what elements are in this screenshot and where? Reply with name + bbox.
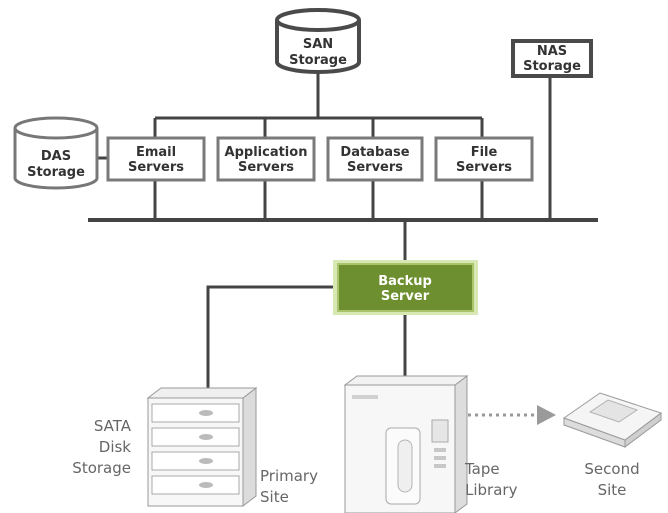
- tape-library-label-line2: Library: [465, 481, 518, 499]
- backup-server-box: [337, 263, 474, 312]
- offsite-transfer-arrow: [468, 405, 556, 425]
- disk-bay: [151, 451, 240, 471]
- connections: [88, 72, 598, 392]
- nas-box: [511, 39, 593, 78]
- das-cylinder-body: [13, 128, 99, 190]
- das-label-line2: Storage: [27, 165, 85, 180]
- database-servers-line1: Database: [340, 145, 409, 160]
- tape-library-top: [343, 375, 469, 386]
- tape-library-unit[interactable]: [343, 375, 469, 513]
- tape-library-slot: [434, 448, 446, 452]
- disk-bay: [151, 403, 240, 423]
- application-servers-line1: Application: [225, 145, 308, 160]
- application-servers[interactable]: Application Servers: [216, 136, 316, 182]
- das-cylinder-top: [13, 116, 99, 140]
- san-label-line1: SAN: [303, 37, 333, 52]
- second-site-label-line1: Second: [584, 460, 639, 478]
- disk-storage-label-line3: Storage: [72, 459, 131, 477]
- backup-to-disk-line: [206, 285, 336, 392]
- disk-bay-handle: [199, 434, 213, 440]
- tape-library-display: [431, 419, 449, 443]
- nas-label-line1: NAS: [537, 44, 567, 59]
- disk-bay-handle: [199, 482, 213, 488]
- san-cylinder-top: [275, 8, 361, 32]
- application-servers-box: [216, 136, 316, 182]
- nas-storage[interactable]: NAS Storage: [511, 39, 593, 78]
- disk-unit-top: [146, 387, 258, 399]
- second-site-label-line2: Site: [598, 481, 627, 499]
- tape-library-slot: [434, 464, 446, 468]
- primary-site-label-line2: Site: [260, 488, 289, 506]
- database-servers-box: [326, 136, 424, 182]
- tape-library-slot: [434, 456, 446, 460]
- das-label-line1: DAS: [41, 149, 71, 164]
- disk-storage-unit[interactable]: [146, 386, 258, 508]
- arrow-head: [537, 405, 556, 425]
- file-servers-line1: File: [471, 145, 498, 160]
- tape-library-window: [397, 439, 413, 493]
- primary-site-label-line1: Primary: [260, 467, 318, 485]
- application-servers-line2: Servers: [238, 160, 294, 175]
- email-servers-box: [106, 136, 206, 182]
- nas-label-line2: Storage: [523, 59, 581, 74]
- backup-server-line2: Server: [381, 289, 430, 304]
- email-servers-line2: Servers: [128, 160, 184, 175]
- backup-server[interactable]: Backup Server: [333, 260, 478, 315]
- tape-cartridge[interactable]: [562, 392, 663, 448]
- disk-bay-handle: [199, 458, 213, 464]
- cartridge-label: [588, 399, 639, 423]
- san-storage[interactable]: SAN Storage: [275, 8, 361, 74]
- san-cylinder-body: [275, 20, 361, 74]
- disk-bay-handle: [199, 410, 213, 416]
- san-label-line2: Storage: [289, 53, 347, 68]
- das-storage[interactable]: DAS Storage: [13, 116, 99, 190]
- database-servers[interactable]: Database Servers: [326, 136, 424, 182]
- file-servers[interactable]: File Servers: [434, 136, 534, 182]
- database-servers-line2: Servers: [347, 160, 403, 175]
- email-servers-line1: Email: [136, 145, 176, 160]
- file-servers-line2: Servers: [456, 160, 512, 175]
- disk-unit-side: [242, 386, 257, 508]
- disk-bay: [151, 427, 240, 447]
- tape-library-label-line1: Tape: [464, 460, 500, 478]
- tape-library-badge: [352, 395, 378, 399]
- disk-bay: [151, 475, 240, 495]
- backup-server-line1: Backup: [378, 274, 432, 289]
- file-servers-box: [434, 136, 534, 182]
- disk-drive-bays: [151, 403, 240, 495]
- email-servers[interactable]: Email Servers: [106, 136, 206, 182]
- disk-storage-label-line1: SATA: [94, 417, 132, 435]
- disk-storage-label-line2: Disk: [99, 438, 132, 456]
